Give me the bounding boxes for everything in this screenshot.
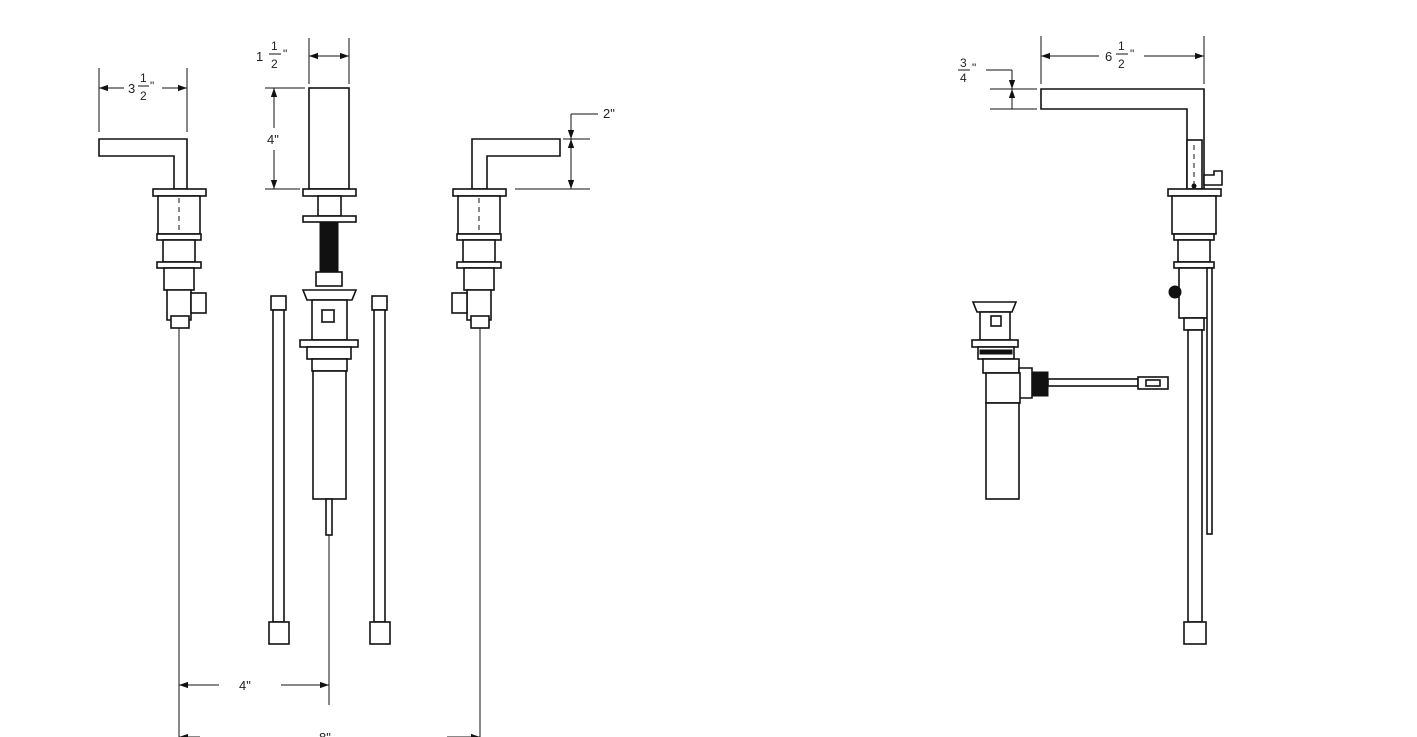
spout-reach-den: 2: [1118, 57, 1125, 71]
handle-width-whole: 3: [128, 81, 135, 96]
handle-width-num: 1: [140, 71, 147, 85]
left-handle-assembly: [98, 138, 207, 737]
dim-handle-width: 3 1 2 ": [98, 68, 188, 132]
handle-width-mark: ": [150, 79, 154, 93]
dim-spout-thickness: 3 4 ": [958, 56, 1037, 110]
spout-width-num: 1: [271, 39, 278, 53]
spout-width-whole: 1: [256, 49, 263, 64]
spacing-half-label: 4": [239, 678, 251, 693]
spout-thickness-den: 4: [960, 71, 967, 85]
spout-reach-mark: ": [1130, 47, 1134, 61]
handle-width-den: 2: [140, 89, 147, 103]
spout-width-mark: ": [283, 47, 287, 61]
dim-spout-height: 4": [265, 87, 305, 190]
spout-thickness-mark: ": [972, 61, 976, 75]
right-supply-hose: [369, 295, 391, 645]
left-supply-hose: [268, 295, 290, 645]
dim-spout-reach: 6 1 2 ": [1040, 36, 1205, 84]
spout-reach-whole: 6: [1105, 49, 1112, 64]
dim-spout-width: 1 1 2 ": [256, 38, 350, 84]
right-handle-assembly: [451, 138, 561, 737]
spout-height-label: 4": [267, 132, 279, 147]
spacing-full-label: 8": [319, 730, 331, 737]
dim-spacing-half: 4": [179, 678, 329, 693]
handle-height-label: 2": [603, 106, 615, 121]
center-spout-assembly: [299, 87, 359, 705]
spout-width-den: 2: [271, 57, 278, 71]
side-view-drain: [971, 301, 1169, 500]
dim-spacing-full: 8": [179, 730, 480, 737]
side-view-spout: [1040, 88, 1223, 645]
dim-handle-height: 2": [515, 106, 615, 190]
spout-reach-num: 1: [1118, 39, 1125, 53]
spout-thickness-num: 3: [960, 56, 967, 70]
